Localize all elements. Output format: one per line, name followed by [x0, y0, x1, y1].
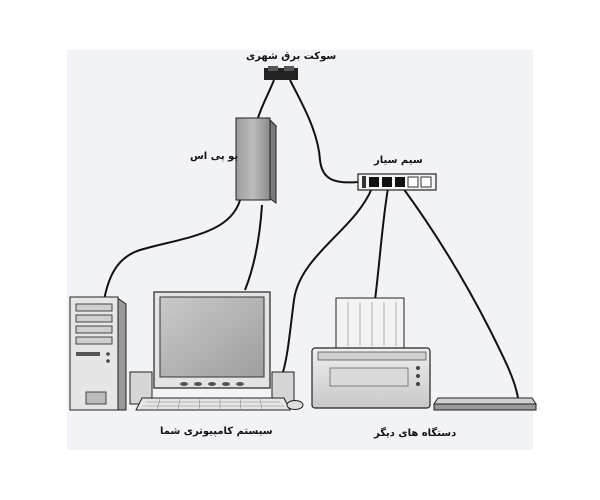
cable-strip-to-device: [402, 187, 519, 399]
label-other-devices: دستگاه های دیگر: [374, 428, 457, 439]
cable-socket-to-ups: [257, 79, 275, 119]
computer-case: [69, 296, 127, 411]
wall-socket: [264, 66, 298, 80]
printer: [311, 297, 431, 409]
ups-unit: [235, 116, 278, 204]
keyboard: [135, 397, 291, 411]
label-power-strip: سیم سیار: [374, 155, 423, 166]
label-wall-socket: سوکت برق شهری: [246, 51, 337, 62]
label-your-computer: سیستم کامپیوتری شما: [160, 426, 273, 437]
power-strip: [357, 173, 437, 191]
external-device: [433, 397, 537, 411]
cable-strip-to-speaker: [282, 187, 373, 373]
mouse: [286, 400, 304, 410]
label-ups: یو پی اس: [190, 151, 239, 162]
cable-socket-to-strip: [289, 79, 359, 184]
cables: [103, 79, 519, 399]
cable-strip-to-printer: [374, 187, 389, 301]
monitor: [153, 291, 271, 389]
cable-ups-to-monitor: [244, 204, 263, 291]
cable-ups-to-case: [103, 199, 241, 301]
